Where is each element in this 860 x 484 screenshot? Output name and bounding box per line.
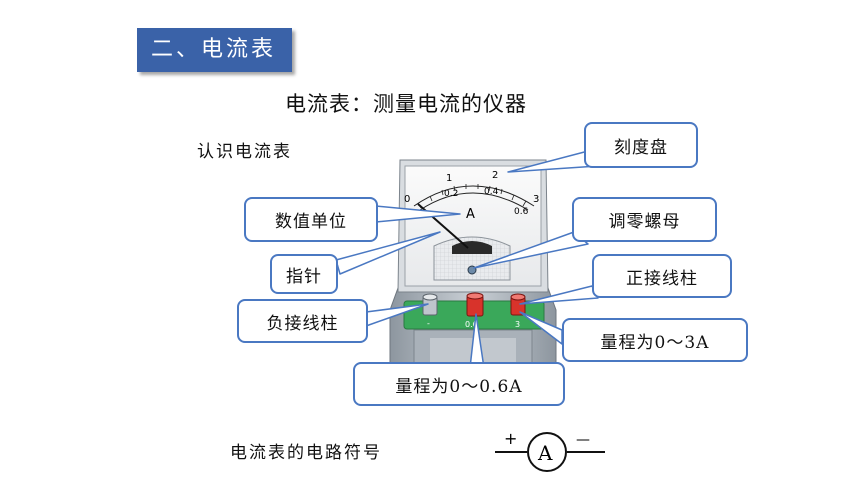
scale-label-2: 2 (492, 170, 498, 181)
callout-negative-label: 负接线柱 (266, 313, 339, 334)
callout-range-3: 量程为0～3A (562, 318, 748, 362)
ammeter-symbol (495, 432, 605, 472)
callout-zero-adjust-label: 调零螺母 (608, 212, 681, 232)
callout-unit-label: 数值单位 (275, 212, 347, 232)
scale-label-0-6: 0.6 (514, 207, 529, 217)
callout-range-06: 量程为0～0.6A (353, 362, 565, 406)
callout-negative: 负接线柱 (237, 299, 368, 343)
callout-positive: 正接线柱 (592, 254, 732, 298)
callout-pointer-label: 指针 (286, 266, 322, 287)
symbol-minus: — (576, 432, 590, 448)
symbol-caption: 电流表的电路符号 (230, 443, 382, 463)
callout-dial-label: 刻度盘 (614, 137, 668, 158)
terminal-negative (422, 293, 438, 316)
callout-range-3-label: 量程为0～3A (600, 332, 710, 353)
scale-label-0-4: 0.4 (484, 187, 499, 197)
section-tag: 二、电流表 (137, 28, 292, 72)
terminal-label-0-6: 0.6 (465, 320, 478, 329)
scale-label-0-2: 0.2 (444, 189, 458, 199)
scale-label-3: 3 (533, 194, 539, 205)
callout-pointer: 指针 (270, 254, 338, 294)
callout-unit: 数值单位 (244, 197, 378, 242)
terminal-label-3: 3 (515, 320, 520, 329)
terminal-0-6 (466, 292, 484, 317)
scale-label-1: 1 (446, 173, 452, 184)
callout-zero-adjust: 调零螺母 (572, 197, 717, 242)
symbol-plus: + (504, 429, 517, 448)
callout-range-06-label: 量程为0～0.6A (395, 376, 523, 397)
scale-label-0: 0 (404, 194, 410, 205)
intro-label: 认识电流表 (197, 142, 292, 162)
symbol-letter: A (537, 441, 553, 465)
page-title: 电流表：测量电流的仪器 (285, 92, 527, 116)
unit-letter: A (466, 207, 475, 222)
callout-positive-label: 正接线柱 (626, 268, 698, 289)
callout-dial: 刻度盘 (584, 122, 698, 168)
leader-pointer (335, 231, 441, 275)
dial-scale (413, 185, 535, 211)
terminal-label-negative: - (427, 319, 430, 328)
terminal-3 (510, 293, 526, 316)
